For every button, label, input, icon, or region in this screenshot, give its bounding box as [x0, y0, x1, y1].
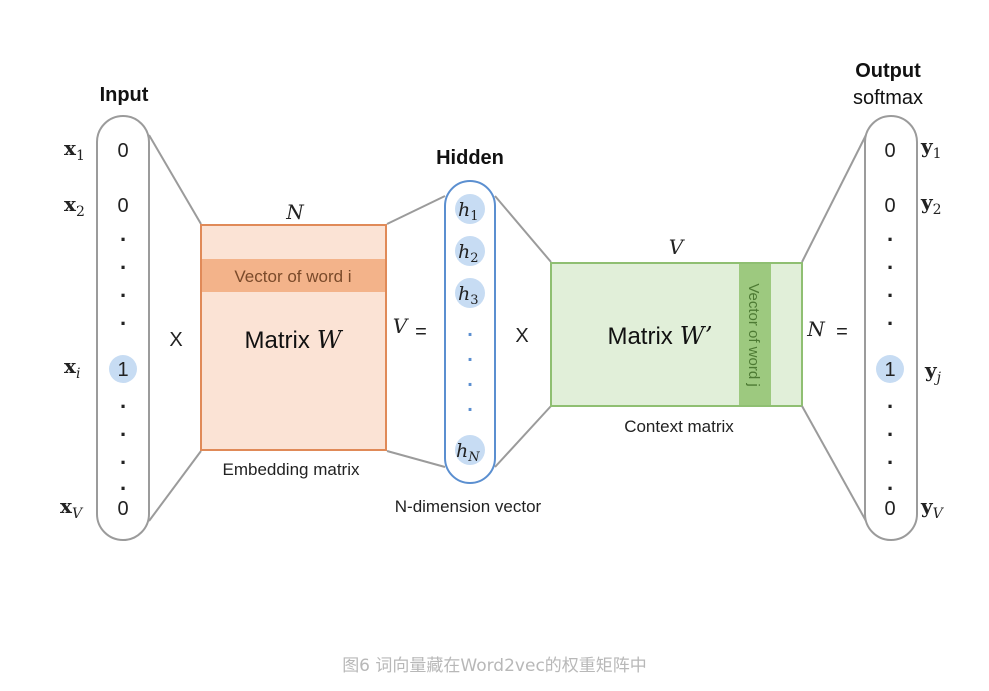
equals-sign-2: = [836, 321, 848, 343]
input-value-2: 0 [117, 195, 128, 217]
input-label-x2: x2 [64, 192, 85, 220]
hidden-unit-3-bg [455, 278, 485, 308]
hidden-unit-2: h2 [458, 241, 479, 266]
output-dots-upper: . . . . [887, 221, 893, 330]
input-value-last: 0 [117, 498, 128, 520]
connector-input-embed-bottom [148, 450, 202, 522]
output-label-yj: yj [924, 358, 942, 386]
multiply-sign-1: X [169, 329, 182, 351]
svg-text:.: . [120, 249, 126, 274]
connector-input-embed-top [148, 134, 202, 225]
connector-context-output-bottom [801, 405, 867, 522]
svg-text:.: . [887, 416, 893, 441]
input-value-1: 0 [117, 140, 128, 162]
svg-text:.: . [120, 416, 126, 441]
svg-text:.: . [887, 277, 893, 302]
embedding-row-highlight [202, 259, 385, 292]
output-value-1: 0 [884, 140, 895, 162]
output-value-2: 0 [884, 195, 895, 217]
input-dots-upper: . . . . [120, 221, 126, 330]
svg-text:.: . [467, 394, 473, 416]
hidden-unit-n: hN [456, 440, 480, 465]
svg-text:.: . [120, 305, 126, 330]
context-v-label: V [669, 235, 686, 259]
hidden-dots: . . . . [467, 319, 473, 416]
svg-text:.: . [887, 221, 893, 246]
output-title: Output [855, 60, 921, 82]
equals-sign-1: = [415, 321, 427, 343]
hidden-unit-1: h1 [458, 199, 479, 224]
connector-hidden-context-top [494, 195, 552, 263]
input-dots-lower: . . . . [120, 388, 126, 495]
output-value-active: 1 [884, 359, 895, 381]
output-subtitle: softmax [853, 87, 923, 109]
svg-text:.: . [887, 388, 893, 413]
multiply-sign-2: X [515, 325, 528, 347]
hidden-unit-1-bg [455, 194, 485, 224]
hidden-title: Hidden [436, 147, 504, 169]
input-label-x1: x1 [64, 136, 85, 164]
context-col-label: Vector of word j [745, 283, 762, 386]
hidden-unit-3: h3 [458, 283, 479, 308]
connector-context-output-top [801, 134, 867, 263]
svg-text:.: . [120, 444, 126, 469]
output-label-yv: yV [920, 494, 945, 522]
svg-text:.: . [467, 319, 473, 341]
input-title: Input [100, 84, 149, 106]
hidden-unit-2-bg [455, 236, 485, 266]
output-active-unit [876, 355, 904, 383]
output-vector-oval [864, 115, 918, 541]
connector-hidden-context-bottom [494, 405, 552, 468]
connector-embed-hidden-bottom [386, 450, 446, 468]
input-label-xi: xi [64, 354, 80, 382]
context-caption: Context matrix [624, 417, 734, 436]
hidden-unit-n-bg [455, 435, 485, 465]
embedding-v-label: V [393, 314, 410, 338]
context-n-label: N [806, 317, 826, 341]
svg-text:.: . [467, 369, 473, 391]
svg-text:.: . [887, 305, 893, 330]
output-label-y2: y2 [920, 190, 942, 218]
svg-text:.: . [120, 470, 126, 495]
svg-text:.: . [120, 221, 126, 246]
embedding-n-label: N [285, 200, 305, 224]
embedding-caption: Embedding matrix [222, 460, 360, 479]
embedding-row-label: Vector of word i [234, 267, 351, 286]
svg-text:.: . [887, 444, 893, 469]
input-vector-oval [96, 115, 150, 541]
output-label-y1: y1 [920, 134, 942, 162]
svg-text:.: . [887, 470, 893, 495]
input-label-xv: xV [60, 494, 84, 522]
svg-text:.: . [120, 388, 126, 413]
connector-embed-hidden-top [386, 195, 446, 225]
input-active-unit [109, 355, 137, 383]
svg-text:.: . [887, 249, 893, 274]
figure-caption: 图6 词向量藏在Word2vec的权重矩阵中 [342, 656, 647, 676]
context-col-highlight [739, 264, 771, 405]
output-dots-lower: . . . . [887, 388, 893, 495]
hidden-caption: N-dimension vector [395, 497, 542, 516]
svg-text:.: . [467, 344, 473, 366]
output-value-last: 0 [884, 498, 895, 520]
input-value-active: 1 [117, 359, 128, 381]
svg-text:.: . [120, 277, 126, 302]
